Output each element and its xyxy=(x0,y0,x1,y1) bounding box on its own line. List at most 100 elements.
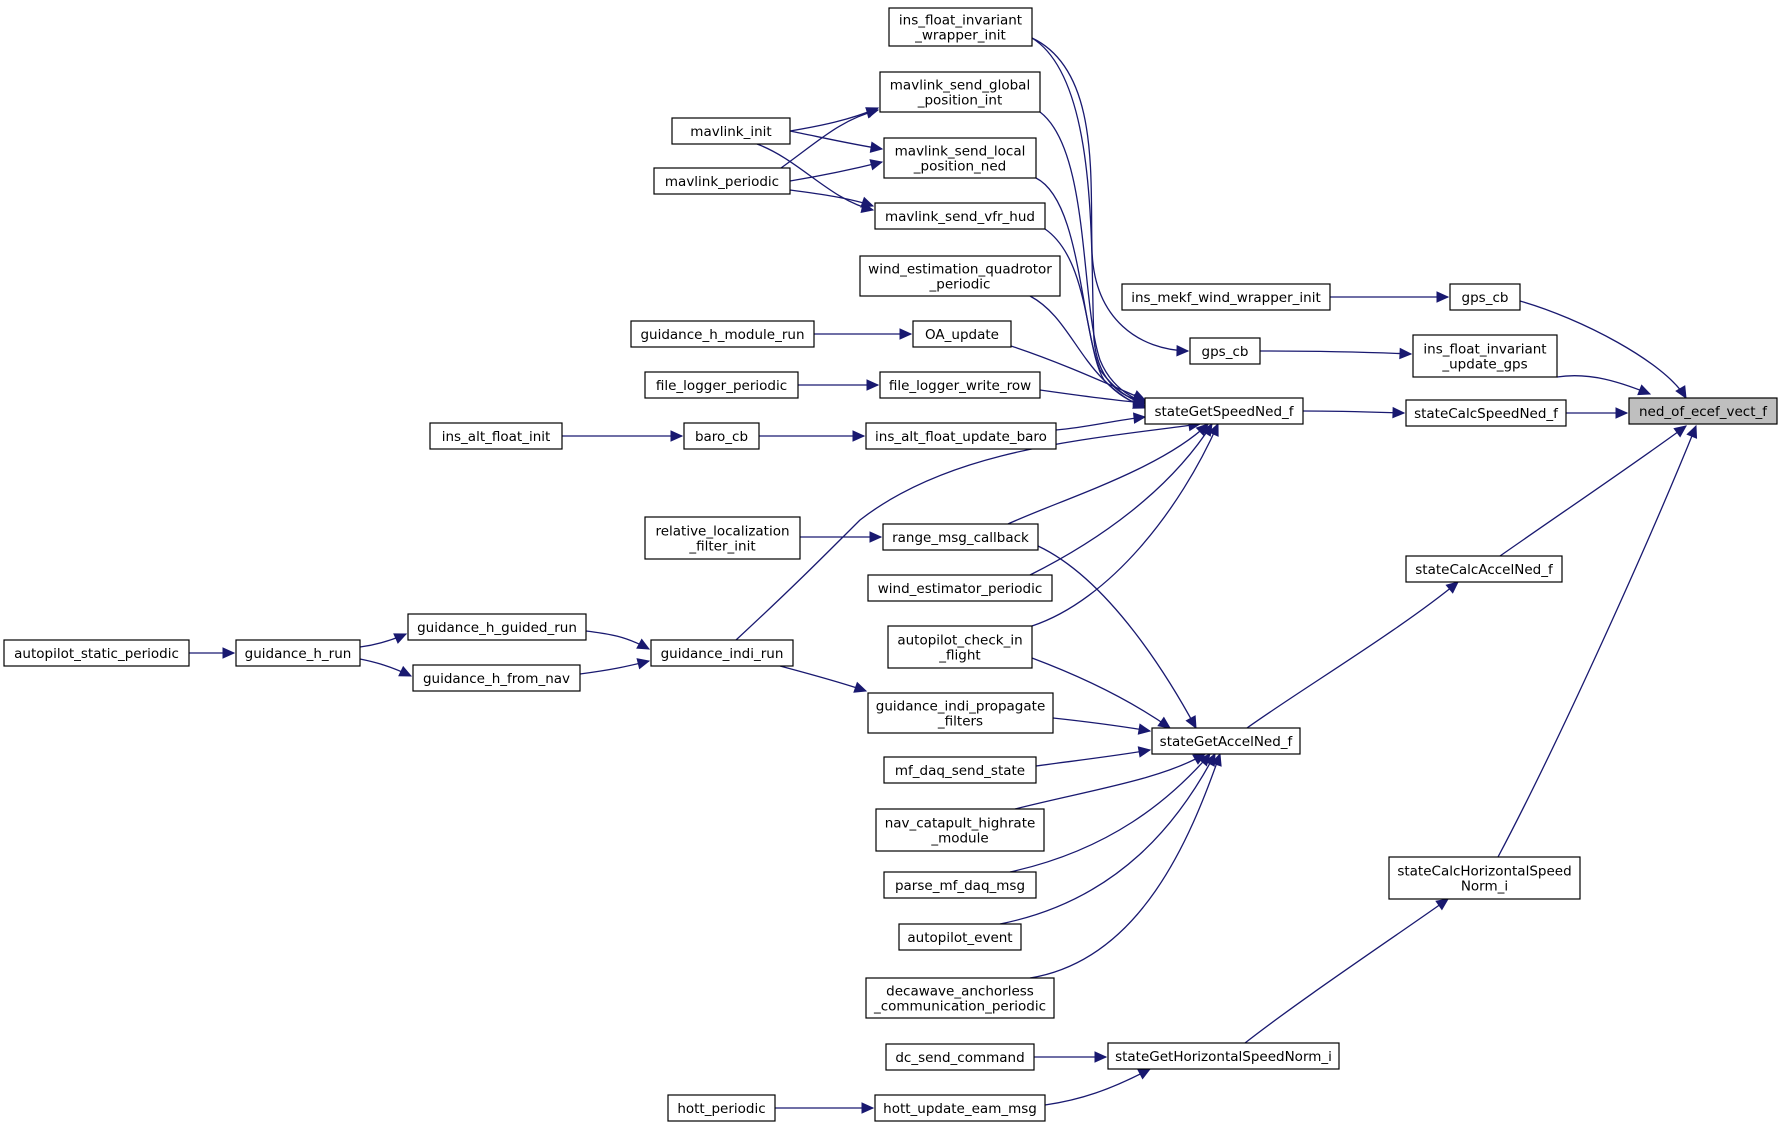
arrowhead xyxy=(1675,385,1687,400)
arrowhead xyxy=(670,430,684,442)
focus-node-ned[interactable]: ned_of_ecef_vect_f xyxy=(1628,397,1778,425)
node-label: OA_update xyxy=(925,327,999,343)
node-label: ins_alt_float_update_baro xyxy=(875,429,1047,445)
arrowhead xyxy=(866,379,880,391)
edge-ap_check-to-get_accel xyxy=(1031,657,1171,729)
graph-node-guid_module[interactable]: guidance_h_module_run xyxy=(630,320,815,348)
graph-node-mav_init[interactable]: mavlink_init xyxy=(671,117,791,145)
graph-node-calc_accel[interactable]: stateCalcAccelNed_f xyxy=(1405,555,1563,583)
graph-node-ins_float_inv_init[interactable]: ins_float_invariant_wrapper_init xyxy=(888,7,1033,47)
graph-node-guid_indi_prop[interactable]: guidance_indi_propagate_filters xyxy=(867,692,1054,734)
graph-node-mav_local[interactable]: mavlink_send_local_position_ned xyxy=(883,137,1037,179)
graph-node-ins_alt_init[interactable]: ins_alt_float_init xyxy=(429,422,563,450)
graph-node-mav_global[interactable]: mavlink_send_global_position_int xyxy=(879,71,1041,113)
node-box xyxy=(1107,1042,1340,1070)
graph-node-ap_event[interactable]: autopilot_event xyxy=(898,923,1022,951)
graph-node-baro_cb[interactable]: baro_cb xyxy=(683,422,760,450)
graph-node-wind_quad[interactable]: wind_estimation_quadrotor_periodic xyxy=(859,255,1061,297)
edge-mav_init-to-mav_local xyxy=(789,130,884,153)
graph-node-guid_indi_run[interactable]: guidance_indi_run xyxy=(650,639,794,667)
graph-node-calc_speed[interactable]: stateCalcSpeedNed_f xyxy=(1405,399,1567,427)
graph-node-mf_daq_send[interactable]: mf_daq_send_state xyxy=(883,756,1037,784)
node-label: gps_cb xyxy=(1202,344,1249,360)
edge-get_hspeed-to-calc_hspeed xyxy=(1244,898,1449,1044)
node-label: _periodic xyxy=(929,277,991,293)
graph-node-hott_periodic[interactable]: hott_periodic xyxy=(667,1094,776,1122)
edge-flog_write-to-get_speed xyxy=(1039,389,1147,408)
graph-node-dc_send[interactable]: dc_send_command xyxy=(885,1043,1035,1071)
graph-node-hott_update[interactable]: hott_update_eam_msg xyxy=(874,1094,1046,1122)
node-label: decawave_anchorless xyxy=(886,984,1034,1000)
node-label: _filter_init xyxy=(688,539,755,555)
node-label: ins_mekf_wind_wrapper_init xyxy=(1131,290,1321,306)
graph-node-ins_alt_baro[interactable]: ins_alt_float_update_baro xyxy=(865,422,1057,450)
arrowhead xyxy=(1435,898,1449,911)
node-label: autopilot_event xyxy=(907,930,1012,946)
arrowhead xyxy=(1157,716,1171,729)
node-label: mavlink_send_local xyxy=(895,144,1026,160)
graph-node-parse_mf[interactable]: parse_mf_daq_msg xyxy=(883,871,1037,899)
graph-node-flog_periodic[interactable]: file_logger_periodic xyxy=(644,371,799,399)
graph-node-guid_h_run[interactable]: guidance_h_run xyxy=(235,639,361,667)
node-box xyxy=(879,71,1041,113)
edge-ins_float_inv_upd-to-ned xyxy=(1556,375,1652,396)
graph-node-get_speed[interactable]: stateGetSpeedNed_f xyxy=(1144,397,1304,425)
graph-node-wind_est[interactable]: wind_estimator_periodic xyxy=(867,574,1053,602)
node-box xyxy=(882,523,1039,551)
node-label: hott_periodic xyxy=(677,1101,765,1117)
node-label: hott_update_eam_msg xyxy=(883,1101,1037,1117)
edge-guid_indi_run-to-guid_indi_prop xyxy=(779,665,868,693)
graph-node-ins_float_inv_upd[interactable]: ins_float_invariant_update_gps xyxy=(1412,334,1558,378)
graph-node-oa_update[interactable]: OA_update xyxy=(912,320,1012,348)
node-box xyxy=(1412,334,1558,378)
arrowhead xyxy=(1399,347,1413,360)
node-label: file_logger_periodic xyxy=(656,378,787,394)
graph-node-guid_from_nav[interactable]: guidance_h_from_nav xyxy=(412,664,581,692)
node-label: autopilot_static_periodic xyxy=(14,646,179,662)
node-box xyxy=(888,7,1033,47)
graph-node-decawave[interactable]: decawave_anchorless_communication_period… xyxy=(865,977,1055,1019)
node-label: range_msg_callback xyxy=(892,530,1029,546)
arrowhead xyxy=(636,638,651,650)
graph-node-ap_static[interactable]: autopilot_static_periodic xyxy=(3,639,190,667)
node-label: mf_daq_send_state xyxy=(895,763,1025,779)
node-label: dc_send_command xyxy=(895,1050,1024,1066)
node-label: nav_catapult_highrate xyxy=(885,816,1036,832)
node-box xyxy=(883,871,1037,899)
arrowhead xyxy=(636,658,651,670)
edge-guid_module-to-oa_update xyxy=(814,328,913,340)
node-box xyxy=(912,320,1012,348)
graph-node-rel_loc[interactable]: relative_localization_filter_init xyxy=(644,516,801,560)
graph-node-gps_cb_mid[interactable]: gps_cb xyxy=(1189,337,1261,365)
edge-get_accel-to-calc_accel xyxy=(1246,581,1459,729)
edge-gps_cb_mid-to-ins_float_inv_upd xyxy=(1259,347,1413,360)
graph-node-flog_write[interactable]: file_logger_write_row xyxy=(879,371,1041,399)
node-box xyxy=(879,371,1041,399)
graph-node-guid_guided[interactable]: guidance_h_guided_run xyxy=(407,613,587,641)
graph-node-get_accel[interactable]: stateGetAccelNed_f xyxy=(1151,727,1301,755)
graph-node-range_msg[interactable]: range_msg_callback xyxy=(882,523,1039,551)
node-box xyxy=(867,692,1054,734)
graph-node-ap_check[interactable]: autopilot_check_in_flight xyxy=(887,625,1033,669)
edge-guid_h_run-to-guid_guided xyxy=(359,633,408,648)
node-box xyxy=(1388,856,1581,900)
graph-node-gps_cb_top[interactable]: gps_cb xyxy=(1449,283,1521,311)
graph-node-mav_vfr[interactable]: mavlink_send_vfr_hud xyxy=(874,202,1046,230)
edge-mav_periodic-to-mav_vfr xyxy=(789,189,875,208)
node-label: parse_mf_daq_msg xyxy=(895,878,1025,894)
graph-node-nav_cat[interactable]: nav_catapult_highrate_module xyxy=(875,808,1045,852)
graph-node-ins_mekf[interactable]: ins_mekf_wind_wrapper_init xyxy=(1121,283,1331,311)
arrowhead xyxy=(1137,723,1152,735)
edge-mav_periodic-to-mav_global xyxy=(780,107,880,169)
graph-node-mav_periodic[interactable]: mavlink_periodic xyxy=(653,167,791,195)
edge-rel_loc-to-range_msg xyxy=(800,531,883,543)
node-box xyxy=(883,756,1037,784)
node-label: autopilot_check_in xyxy=(897,633,1022,649)
node-box xyxy=(683,422,760,450)
node-label: _communication_periodic xyxy=(873,999,1046,1015)
node-label: _position_ned xyxy=(913,159,1006,175)
graph-node-get_hspeed[interactable]: stateGetHorizontalSpeedNorm_i xyxy=(1107,1042,1340,1070)
node-box xyxy=(865,422,1057,450)
